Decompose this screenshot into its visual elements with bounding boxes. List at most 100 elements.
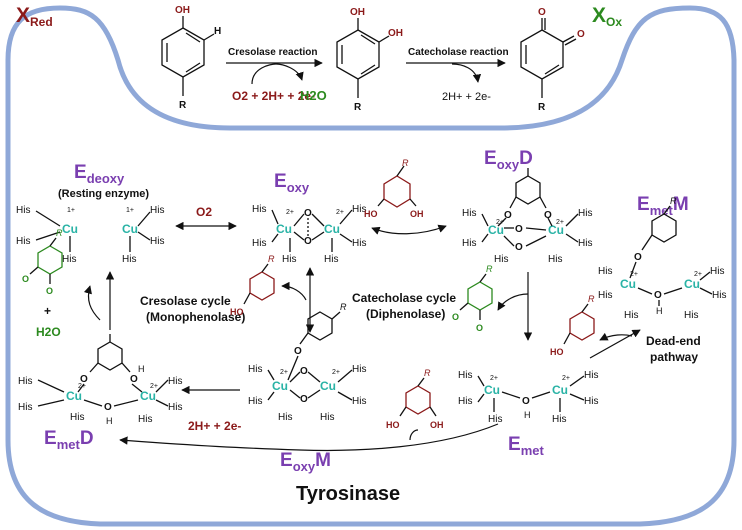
cresolase-h2o: H2O	[300, 88, 327, 103]
svg-text:His: His	[458, 396, 472, 407]
svg-text:His: His	[462, 208, 476, 219]
svg-text:His: His	[578, 208, 592, 219]
svg-text:2+: 2+	[332, 369, 340, 376]
svg-text:His: His	[488, 414, 502, 425]
svg-text:His: His	[252, 204, 266, 215]
svg-text:R: R	[402, 158, 409, 168]
svg-text:O: O	[452, 312, 459, 322]
quinone-release-arrow-left	[83, 285, 101, 321]
svg-text:R: R	[588, 294, 595, 304]
eoxym-complex: R O His His His Cu 2+ O O Cu 2+ His His …	[248, 302, 366, 423]
svg-text:O: O	[80, 374, 88, 385]
svg-text:Cu: Cu	[488, 223, 504, 237]
cresolase-cycle-label: Cresolase cycle	[140, 294, 231, 308]
enzyme-outline	[5, 5, 737, 527]
svg-text:1+: 1+	[126, 207, 134, 214]
catechol-substrate-top: R HO OH	[364, 158, 424, 219]
emet-label: Emet	[508, 434, 544, 458]
eoxy-eoxyd-arrow	[371, 224, 447, 235]
svg-text:Cu: Cu	[272, 379, 288, 393]
svg-text:HO: HO	[550, 347, 564, 357]
monophenolase-label: (Monophenolase)	[146, 310, 245, 324]
svg-text:His: His	[168, 402, 182, 413]
svg-text:R: R	[424, 368, 431, 378]
quinone-release-arrow-mid	[497, 293, 529, 311]
svg-text:2+: 2+	[562, 375, 570, 382]
svg-text:His: His	[150, 205, 164, 216]
svg-text:H: H	[656, 306, 663, 316]
svg-text:2+: 2+	[336, 209, 344, 216]
catechol-oh-1: OH	[350, 7, 365, 18]
svg-text:His: His	[352, 364, 366, 375]
diphenolase-label: (Diphenolase)	[366, 307, 445, 321]
svg-text:O: O	[634, 252, 642, 263]
svg-text:His: His	[16, 205, 30, 216]
svg-text:His: His	[248, 364, 262, 375]
catecholase-byproduct: 2H+ + 2e-	[442, 91, 491, 103]
svg-text:O: O	[544, 210, 552, 221]
svg-text:His: His	[62, 254, 76, 265]
svg-text:Cu: Cu	[140, 389, 156, 403]
svg-text:His: His	[710, 266, 724, 277]
svg-text:H: H	[106, 416, 113, 426]
svg-text:O: O	[294, 346, 302, 357]
svg-text:His: His	[624, 310, 638, 321]
svg-text:His: His	[122, 254, 136, 265]
emet-complex: His His His Cu 2+ O H Cu 2+ His His His	[458, 370, 598, 425]
svg-text:His: His	[18, 402, 32, 413]
x-ox-label: XOx	[592, 4, 622, 29]
emet-emetm-arrow	[589, 329, 641, 359]
phenol-h: H	[214, 26, 221, 37]
catechol-molecule: OH OH R	[336, 7, 403, 113]
svg-text:His: His	[18, 376, 32, 387]
emetm-label: EmetM	[637, 194, 689, 218]
svg-text:Cu: Cu	[66, 389, 82, 403]
phenol-r: R	[179, 100, 187, 111]
svg-text:Cu: Cu	[552, 383, 568, 397]
svg-text:His: His	[548, 254, 562, 265]
svg-text:His: His	[552, 414, 566, 425]
svg-text:O: O	[22, 274, 29, 284]
svg-text:O: O	[515, 242, 523, 253]
eoxyd-label: EoxyD	[484, 148, 533, 172]
svg-text:Cu: Cu	[484, 383, 500, 397]
svg-text:R: R	[268, 254, 275, 264]
phenol-molecule: OH H R	[161, 5, 221, 111]
catechol-binding-arrow	[409, 429, 419, 441]
catecholase-curve-arrow	[451, 63, 482, 83]
svg-text:His: His	[352, 204, 366, 215]
x-red-label: XRed	[16, 4, 53, 29]
svg-text:O: O	[304, 236, 312, 247]
svg-text:Cu: Cu	[620, 277, 636, 291]
svg-text:R: R	[340, 302, 347, 312]
svg-text:2+: 2+	[630, 271, 638, 278]
quinone-r: R	[538, 102, 546, 113]
h2o-product-left: H2O	[36, 325, 61, 339]
svg-text:O: O	[476, 323, 483, 333]
svg-text:R: R	[56, 228, 63, 238]
svg-text:His: His	[584, 396, 598, 407]
o2-label: O2	[196, 205, 212, 219]
svg-text:His: His	[352, 396, 366, 407]
svg-text:O: O	[522, 396, 530, 407]
svg-text:2+: 2+	[490, 375, 498, 382]
phenol-binding-arrow	[281, 281, 307, 301]
svg-text:O: O	[300, 394, 308, 405]
catechol-substrate-bottom: R HO OH	[386, 368, 444, 430]
cresolase-cofactors: O2 + 2H+ + 2e-	[232, 89, 315, 103]
svg-text:Cu: Cu	[324, 222, 340, 236]
svg-text:HO: HO	[230, 307, 244, 317]
catecholase-cycle-label: Catecholase cycle	[352, 291, 456, 305]
svg-text:His: His	[494, 254, 508, 265]
svg-text:OH: OH	[430, 420, 444, 430]
catecholase-reaction-label: Catecholase reaction	[408, 47, 509, 58]
svg-text:2+: 2+	[694, 271, 702, 278]
svg-text:2+: 2+	[496, 219, 504, 226]
edeoxy-label: Edeoxy	[74, 162, 125, 186]
svg-text:His: His	[584, 370, 598, 381]
svg-text:2+: 2+	[150, 383, 158, 390]
dead-end-binding-arrow	[599, 332, 633, 341]
eoxy-label: Eoxy	[274, 171, 310, 195]
quinone-o-1: O	[538, 7, 546, 18]
svg-text:His: His	[70, 412, 84, 423]
